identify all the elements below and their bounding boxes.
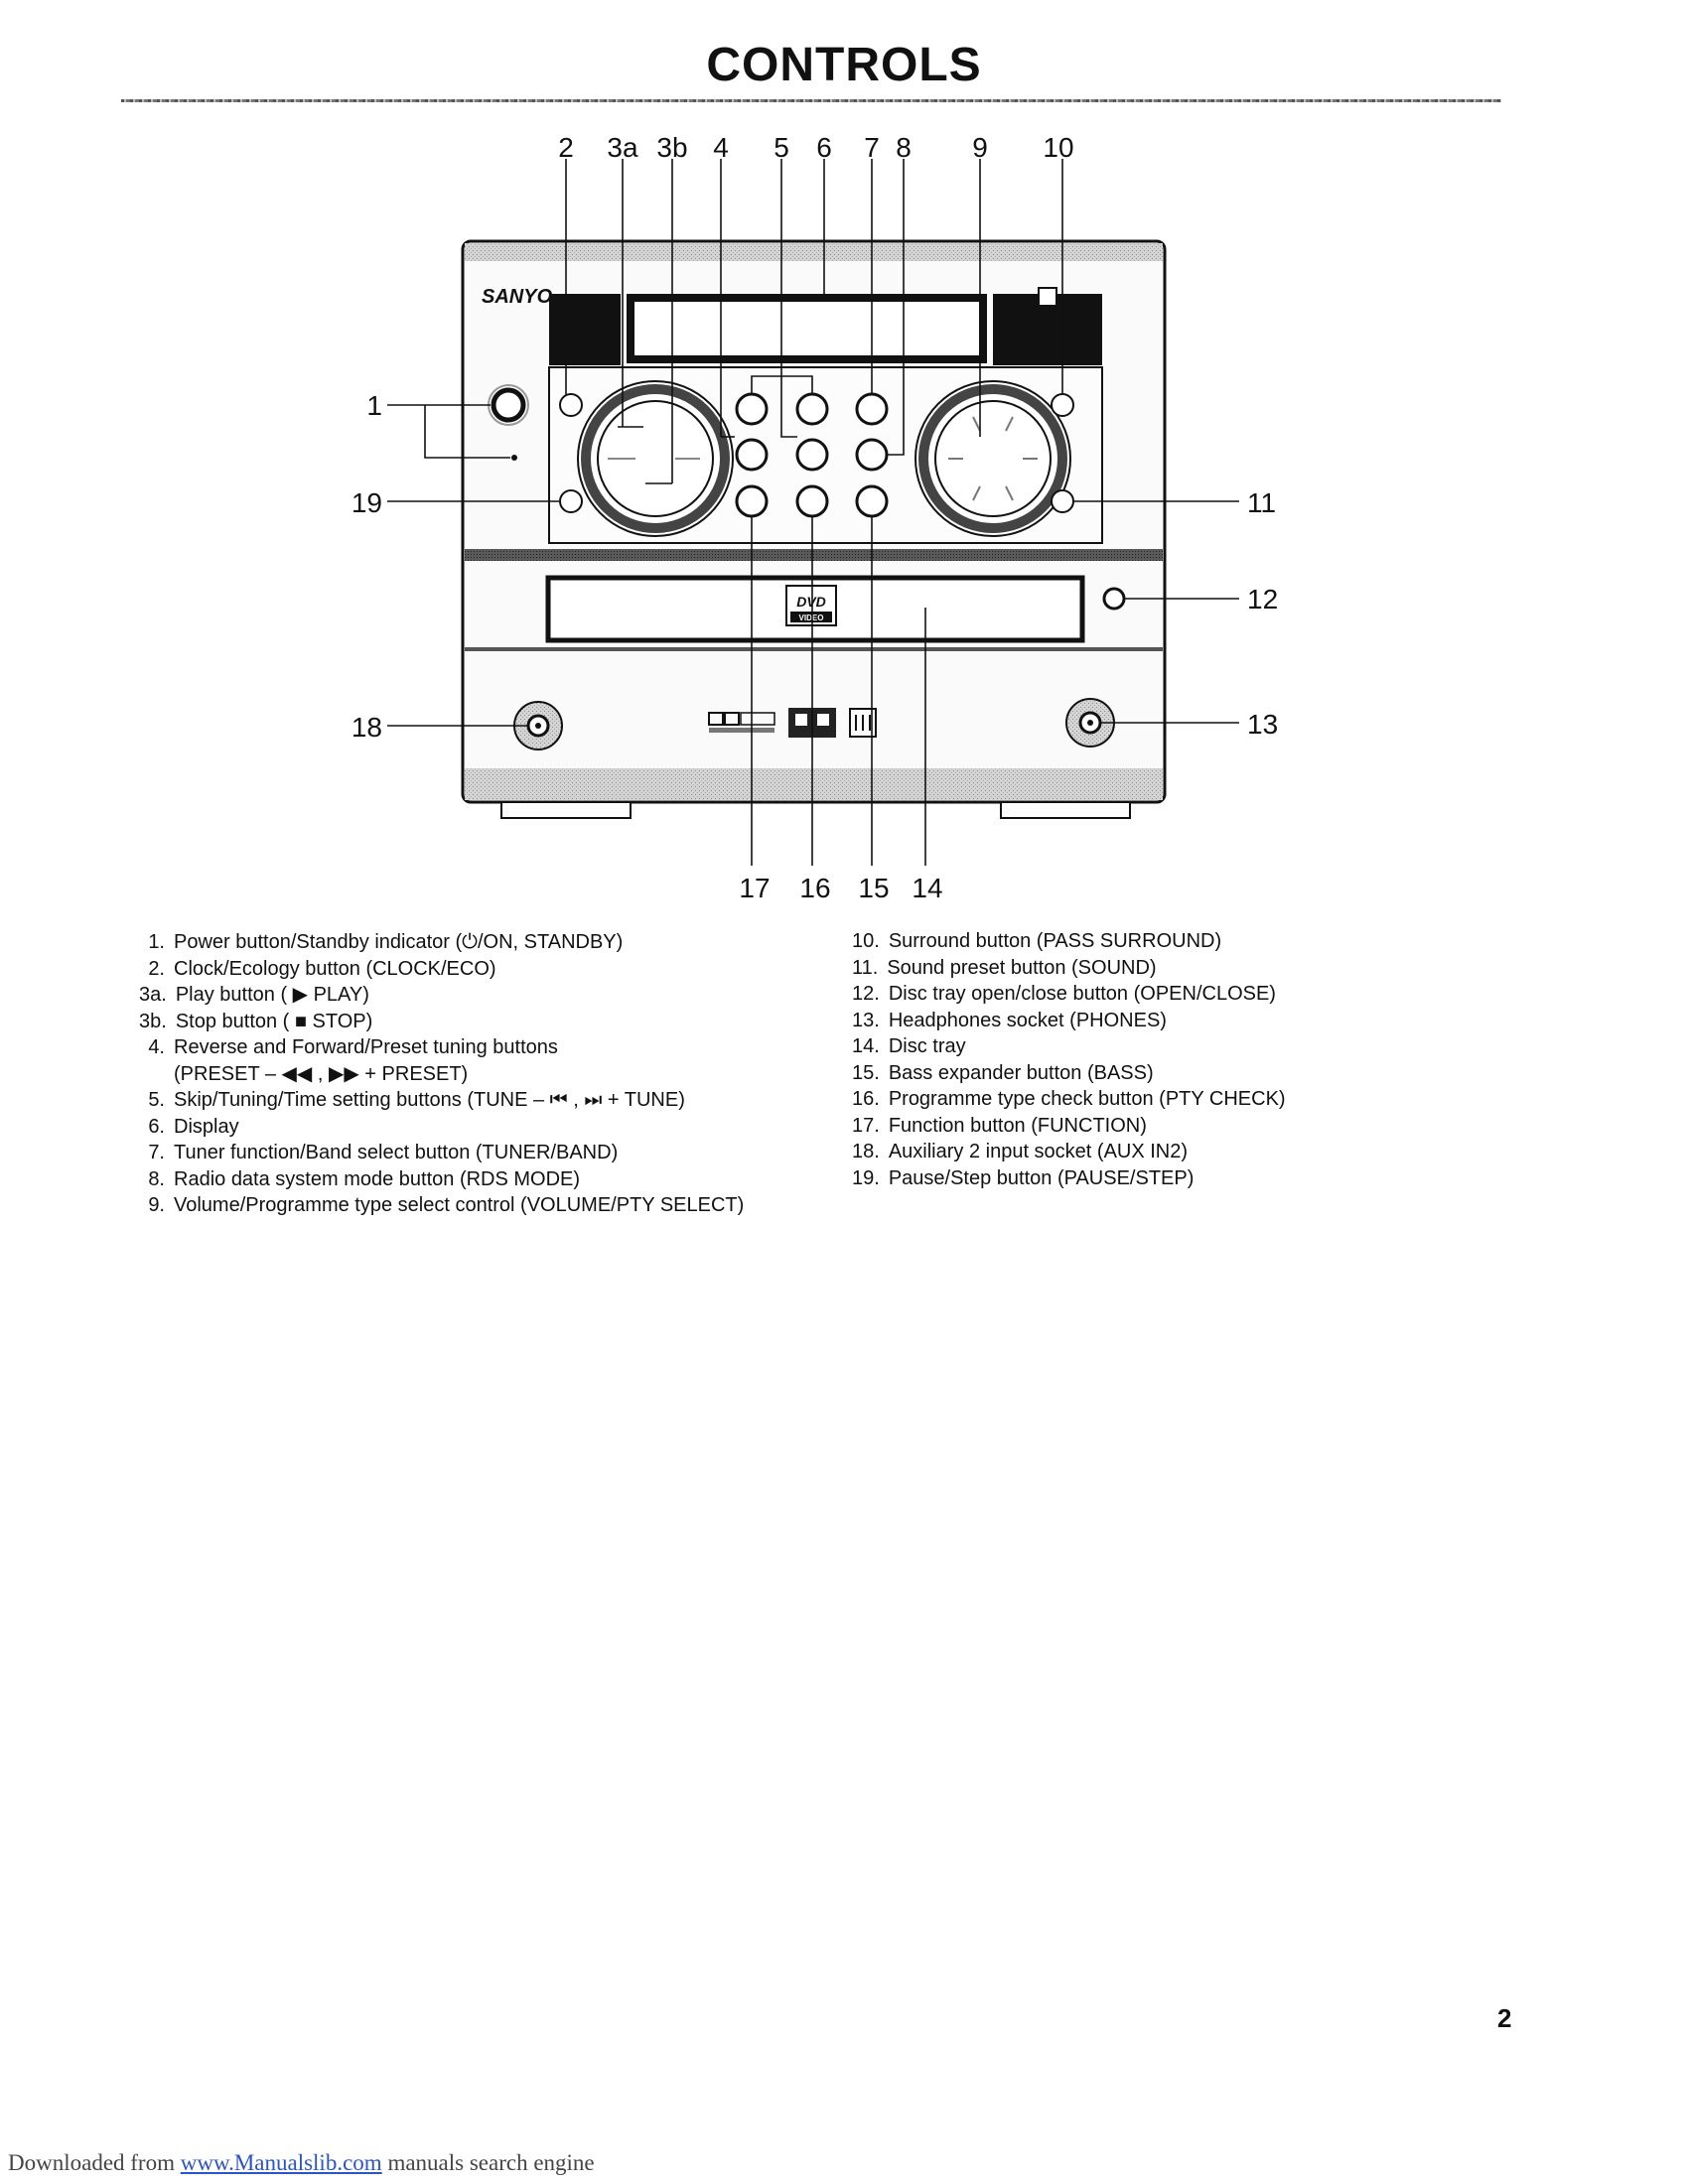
- list-item: 17.Function button (FUNCTION): [852, 1114, 1147, 1137]
- list-item: 18.Auxiliary 2 input socket (AUX IN2): [852, 1141, 1189, 1162]
- footer-prefix: Downloaded from: [8, 2150, 181, 2175]
- callout-5: 5: [774, 132, 789, 163]
- callout-3a: 3a: [607, 132, 638, 163]
- controls-list-right: 10.Surround button (PASS SURROUND) 11.So…: [852, 928, 1286, 1191]
- clock-eco-button[interactable]: [559, 393, 583, 417]
- list-item: 15.Bass expander button (BASS): [852, 1061, 1154, 1084]
- callout-17: 17: [739, 873, 770, 903]
- callout-2: 2: [558, 132, 574, 163]
- compact-disc-logo: [849, 708, 877, 738]
- callout-9: 9: [972, 132, 988, 163]
- list-item: 14.Disc tray: [852, 1035, 966, 1057]
- bass-button[interactable]: [855, 484, 889, 518]
- controls-list-left: 1.Power button/Standby indicator (⏻/ON, …: [139, 929, 744, 1219]
- preset-forward-button[interactable]: [795, 392, 829, 426]
- list-item: 7.Tuner function/Band select button (TUN…: [148, 1142, 619, 1163]
- callout-12: 12: [1247, 584, 1278, 614]
- callout-3b: 3b: [656, 132, 687, 163]
- dvd-logo-text: DVD: [796, 594, 826, 610]
- sound-button[interactable]: [1051, 489, 1074, 513]
- list-item: 12.Disc tray open/close button (OPEN/CLO…: [852, 983, 1276, 1005]
- rds-mode-button[interactable]: [855, 438, 889, 472]
- callout-15: 15: [858, 873, 889, 903]
- unit-top-strip: [465, 243, 1163, 261]
- callout-6: 6: [816, 132, 832, 163]
- callout-10: 10: [1043, 132, 1073, 163]
- pause-step-button[interactable]: [559, 489, 583, 513]
- display-window: [627, 294, 987, 363]
- callout-1: 1: [366, 390, 382, 421]
- callout-4: 4: [713, 132, 729, 163]
- list-item: 13.Headphones socket (PHONES): [852, 1009, 1167, 1031]
- tray-shadow: [465, 647, 1163, 651]
- list-item: 3a.Play button ( ▶ PLAY): [139, 984, 369, 1006]
- tuner-band-button[interactable]: [855, 392, 889, 426]
- title-rule: [121, 99, 1501, 102]
- standby-indicator: [511, 455, 517, 461]
- list-item: 19.Pause/Step button (PAUSE/STEP): [852, 1166, 1195, 1189]
- leader-lines: [387, 159, 1239, 866]
- list-item: 9.Volume/Programme type select control (…: [148, 1194, 745, 1216]
- volume-dial: [914, 380, 1071, 537]
- function-button[interactable]: [735, 484, 769, 518]
- brand-logo: SANYO: [482, 286, 553, 308]
- unit-bottom-strip: [465, 768, 1163, 800]
- list-item: 1.Power button/Standby indicator (⏻/ON, …: [148, 931, 624, 953]
- list-item: 6.Display: [148, 1115, 239, 1138]
- page-title: CONTROLS: [706, 39, 982, 91]
- download-footer: Downloaded from www.Manualslib.com manua…: [8, 2150, 595, 2176]
- list-item: 10.Surround button (PASS SURROUND): [852, 930, 1222, 952]
- tray-band: [465, 549, 1163, 561]
- callout-8: 8: [896, 132, 912, 163]
- list-item: 2.Clock/Ecology button (CLOCK/ECO): [148, 957, 496, 980]
- callout-11: 11: [1247, 487, 1276, 518]
- callout-19: 19: [352, 487, 382, 518]
- callout-18: 18: [352, 712, 382, 743]
- list-item-continuation: (PRESET – ◀◀ , ▶▶ + PRESET): [174, 1062, 469, 1085]
- list-item: 11.Sound preset button (SOUND): [852, 956, 1157, 979]
- display-left-block: [549, 294, 621, 365]
- callout-14: 14: [912, 873, 942, 903]
- dolby-digital-logo: [708, 712, 724, 726]
- callout-13: 13: [1247, 709, 1278, 740]
- tune-skip-forward-button[interactable]: [795, 438, 829, 472]
- left-foot: [500, 801, 632, 819]
- manualslib-link[interactable]: www.Manualslib.com: [180, 2150, 382, 2175]
- power-button[interactable]: [491, 387, 526, 423]
- callout-7: 7: [864, 132, 880, 163]
- controls-diagram: SANYO: [352, 132, 1278, 903]
- pty-check-button[interactable]: [795, 484, 829, 518]
- list-item: 3b.Stop button ( ■ STOP): [139, 1010, 373, 1032]
- dvd-video-text: VIDEO: [799, 614, 824, 622]
- left-dial: [577, 380, 734, 537]
- surround-button[interactable]: [1051, 393, 1074, 417]
- callout-16: 16: [799, 873, 830, 903]
- page-number: 2: [1497, 2003, 1512, 2033]
- list-item: 16.Programme type check button (PTY CHEC…: [852, 1088, 1286, 1110]
- aux-in2-socket[interactable]: [513, 701, 563, 751]
- open-close-button[interactable]: [1102, 587, 1126, 611]
- list-item: 5.Skip/Tuning/Time setting buttons (TUNE…: [148, 1089, 685, 1111]
- dvd-logo-band: [790, 612, 832, 622]
- list-item: 4.Reverse and Forward/Preset tuning butt…: [148, 1036, 558, 1058]
- right-foot: [1000, 801, 1131, 819]
- footer-suffix: manuals search engine: [381, 2150, 595, 2175]
- standby-square-icon: [1038, 287, 1057, 307]
- preset-reverse-button[interactable]: [735, 392, 769, 426]
- list-item: 8.Radio data system mode button (RDS MOD…: [148, 1167, 581, 1190]
- tune-skip-back-button[interactable]: [735, 438, 769, 472]
